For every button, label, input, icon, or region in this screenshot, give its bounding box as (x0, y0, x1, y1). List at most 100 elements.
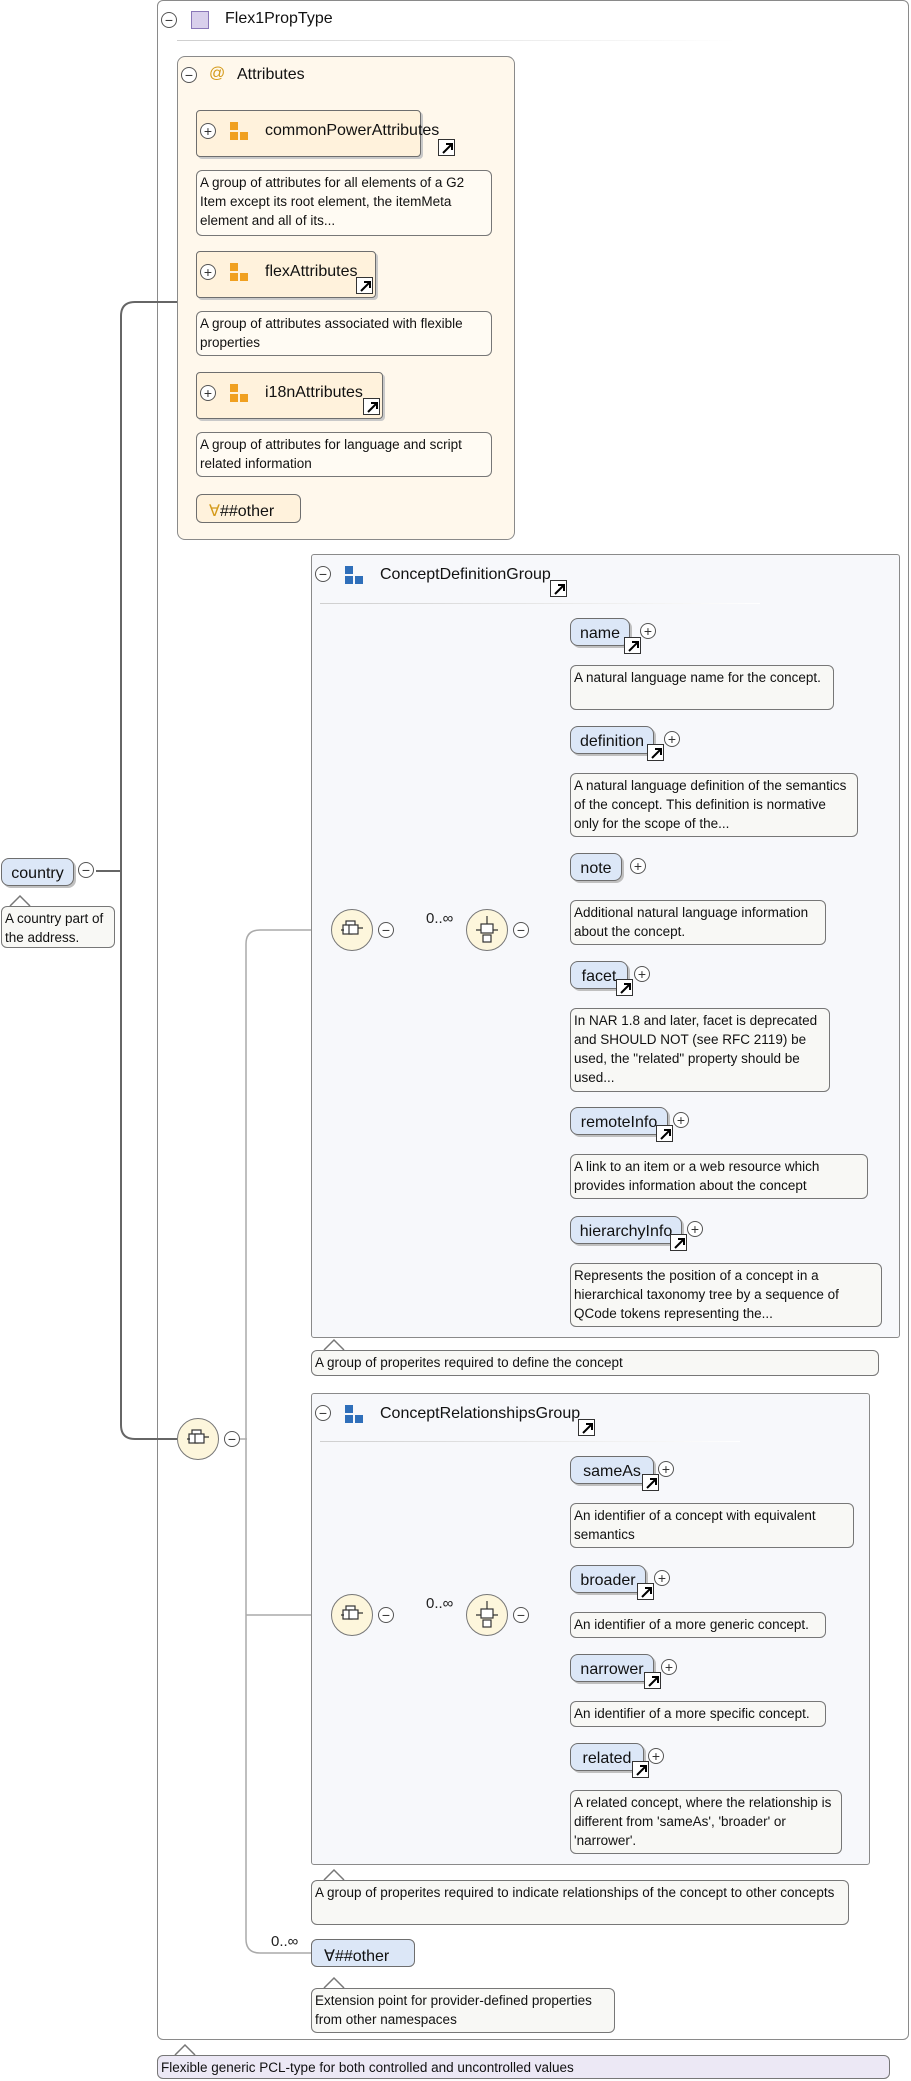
attribute-group-i18nAttributes[interactable]: i18nAttributes (196, 372, 383, 419)
expand-related-icon[interactable]: + (648, 1748, 664, 1764)
attribute-group-flexAttributes[interactable]: flexAttributes (196, 251, 376, 298)
collapse-group-ref-icon[interactable]: − (378, 922, 394, 938)
any-attribute[interactable]: ∀##other (196, 494, 301, 523)
reference-arrow-icon[interactable] (644, 1672, 661, 1689)
element-name[interactable]: name (570, 618, 630, 646)
annotation-i18nAttributes: A group of attributes for language and s… (196, 432, 492, 477)
attributes-label: Attributes (237, 66, 305, 83)
annotation-note: Additional natural language information … (570, 900, 826, 945)
expand-flexAttributes-icon[interactable]: + (200, 264, 216, 280)
sequence-icon[interactable] (177, 1418, 219, 1460)
for-all-icon: ∀ (324, 1948, 335, 1965)
reference-arrow-icon[interactable] (637, 1583, 654, 1600)
element-hierarchyInfo[interactable]: hierarchyInfo (570, 1216, 682, 1244)
annotation-concept-definition-group: A group of properites required to define… (311, 1350, 879, 1376)
reference-arrow-icon[interactable] (632, 1761, 649, 1778)
element-label: sameAs (583, 1463, 641, 1480)
annotation-hierarchyInfo: Represents the position of a concept in … (570, 1263, 882, 1327)
reference-arrow-icon[interactable] (616, 979, 633, 996)
element-remoteInfo[interactable]: remoteInfo (570, 1107, 668, 1135)
element-label: note (580, 860, 612, 877)
element-label: name (579, 625, 621, 642)
collapse-country-icon[interactable]: − (78, 862, 94, 878)
any-attribute-label: ##other (219, 503, 275, 520)
model-group-icon (345, 1405, 363, 1423)
at-sign-icon: @ (209, 65, 226, 82)
element-label: broader (580, 1572, 636, 1589)
reference-arrow-icon[interactable] (642, 1474, 659, 1491)
expand-facet-icon[interactable]: + (634, 966, 650, 982)
expand-hierarchyInfo-icon[interactable]: + (687, 1221, 703, 1237)
expand-narrower-icon[interactable]: + (661, 1659, 677, 1675)
collapse-group-ref-icon[interactable]: − (378, 1607, 394, 1623)
expand-definition-icon[interactable]: + (664, 731, 680, 747)
sequence-icon[interactable] (466, 1594, 508, 1636)
reference-arrow-icon[interactable] (670, 1234, 687, 1251)
reference-arrow-icon[interactable] (656, 1125, 673, 1142)
attribute-group-label: flexAttributes (265, 263, 358, 280)
any-element-label: ##other (334, 1948, 390, 1965)
element-facet[interactable]: facet (570, 961, 628, 989)
annotation-any-element: Extension point for provider-defined pro… (311, 1988, 615, 2033)
collapse-concept-relationships-group-icon[interactable]: − (315, 1405, 331, 1421)
element-broader[interactable]: broader (570, 1565, 646, 1593)
element-country[interactable]: country (1, 858, 74, 886)
collapse-sequence-icon[interactable]: − (224, 1431, 240, 1447)
element-label: country (11, 865, 64, 882)
any-element[interactable]: ∀##other (311, 1939, 415, 1967)
annotation-facet: In NAR 1.8 and later, facet is deprecate… (570, 1008, 830, 1092)
collapse-attributes-icon[interactable]: − (181, 67, 197, 83)
reference-arrow-icon[interactable] (356, 277, 373, 294)
expand-note-icon[interactable]: + (630, 858, 646, 874)
annotation-narrower: An identifier of a more specific concept… (570, 1701, 826, 1727)
expand-commonPowerAttributes-icon[interactable]: + (200, 123, 216, 139)
collapse-inner-sequence-icon[interactable]: − (513, 922, 529, 938)
collapse-inner-sequence-icon[interactable]: − (513, 1607, 529, 1623)
sequence-icon[interactable] (331, 1594, 373, 1636)
reference-arrow-icon[interactable] (550, 580, 567, 597)
sequence-icon[interactable] (331, 909, 373, 951)
reference-arrow-icon[interactable] (578, 1419, 595, 1436)
element-narrower[interactable]: narrower (570, 1654, 654, 1682)
attribute-group-label: commonPowerAttributes (265, 122, 440, 139)
annotation-name: A natural language name for the concept. (570, 665, 834, 710)
attribute-group-icon (230, 384, 248, 402)
collapse-type-icon[interactable]: − (161, 12, 177, 28)
element-label: definition (579, 733, 645, 750)
attribute-group-icon (230, 122, 248, 140)
reference-arrow-icon[interactable] (624, 637, 641, 654)
complex-type-icon (191, 11, 209, 29)
element-related[interactable]: related (570, 1743, 644, 1771)
element-label: related (582, 1750, 632, 1767)
sequence-icon[interactable] (466, 909, 508, 951)
expand-remoteInfo-icon[interactable]: + (673, 1112, 689, 1128)
element-definition[interactable]: definition (570, 726, 654, 754)
annotation-broader: An identifier of a more generic concept. (570, 1612, 826, 1638)
for-all-icon: ∀ (209, 503, 220, 520)
annotation-remoteInfo: A link to an item or a web resource whic… (570, 1154, 868, 1199)
expand-name-icon[interactable]: + (640, 623, 656, 639)
cardinality-label: 0..∞ (271, 1933, 299, 1950)
annotation-definition: A natural language definition of the sem… (570, 773, 858, 837)
annotation-commonPowerAttributes: A group of attributes for all elements o… (196, 170, 492, 236)
element-note[interactable]: note (570, 853, 622, 881)
cardinality-label: 0..∞ (426, 910, 454, 927)
element-label: remoteInfo (580, 1114, 658, 1131)
annotation-type: Flexible generic PCL-type for both contr… (157, 2055, 890, 2079)
expand-sameAs-icon[interactable]: + (658, 1461, 674, 1477)
concept-relationships-group-name: ConceptRelationshipsGroup (380, 1405, 581, 1422)
group-title-rule (320, 1441, 740, 1442)
element-sameAs[interactable]: sameAs (570, 1456, 654, 1484)
reference-arrow-icon[interactable] (647, 744, 664, 761)
element-label: facet (581, 968, 617, 985)
collapse-concept-definition-group-icon[interactable]: − (315, 566, 331, 582)
concept-definition-group-name: ConceptDefinitionGroup (380, 566, 551, 583)
reference-arrow-icon[interactable] (363, 398, 380, 415)
annotation-concept-relationships-group: A group of properites required to indica… (311, 1880, 849, 1925)
attribute-group-icon (230, 263, 248, 281)
expand-i18nAttributes-icon[interactable]: + (200, 385, 216, 401)
reference-arrow-icon[interactable] (438, 139, 455, 156)
expand-broader-icon[interactable]: + (654, 1570, 670, 1586)
element-label: narrower (580, 1661, 644, 1678)
cardinality-label: 0..∞ (426, 1595, 454, 1612)
